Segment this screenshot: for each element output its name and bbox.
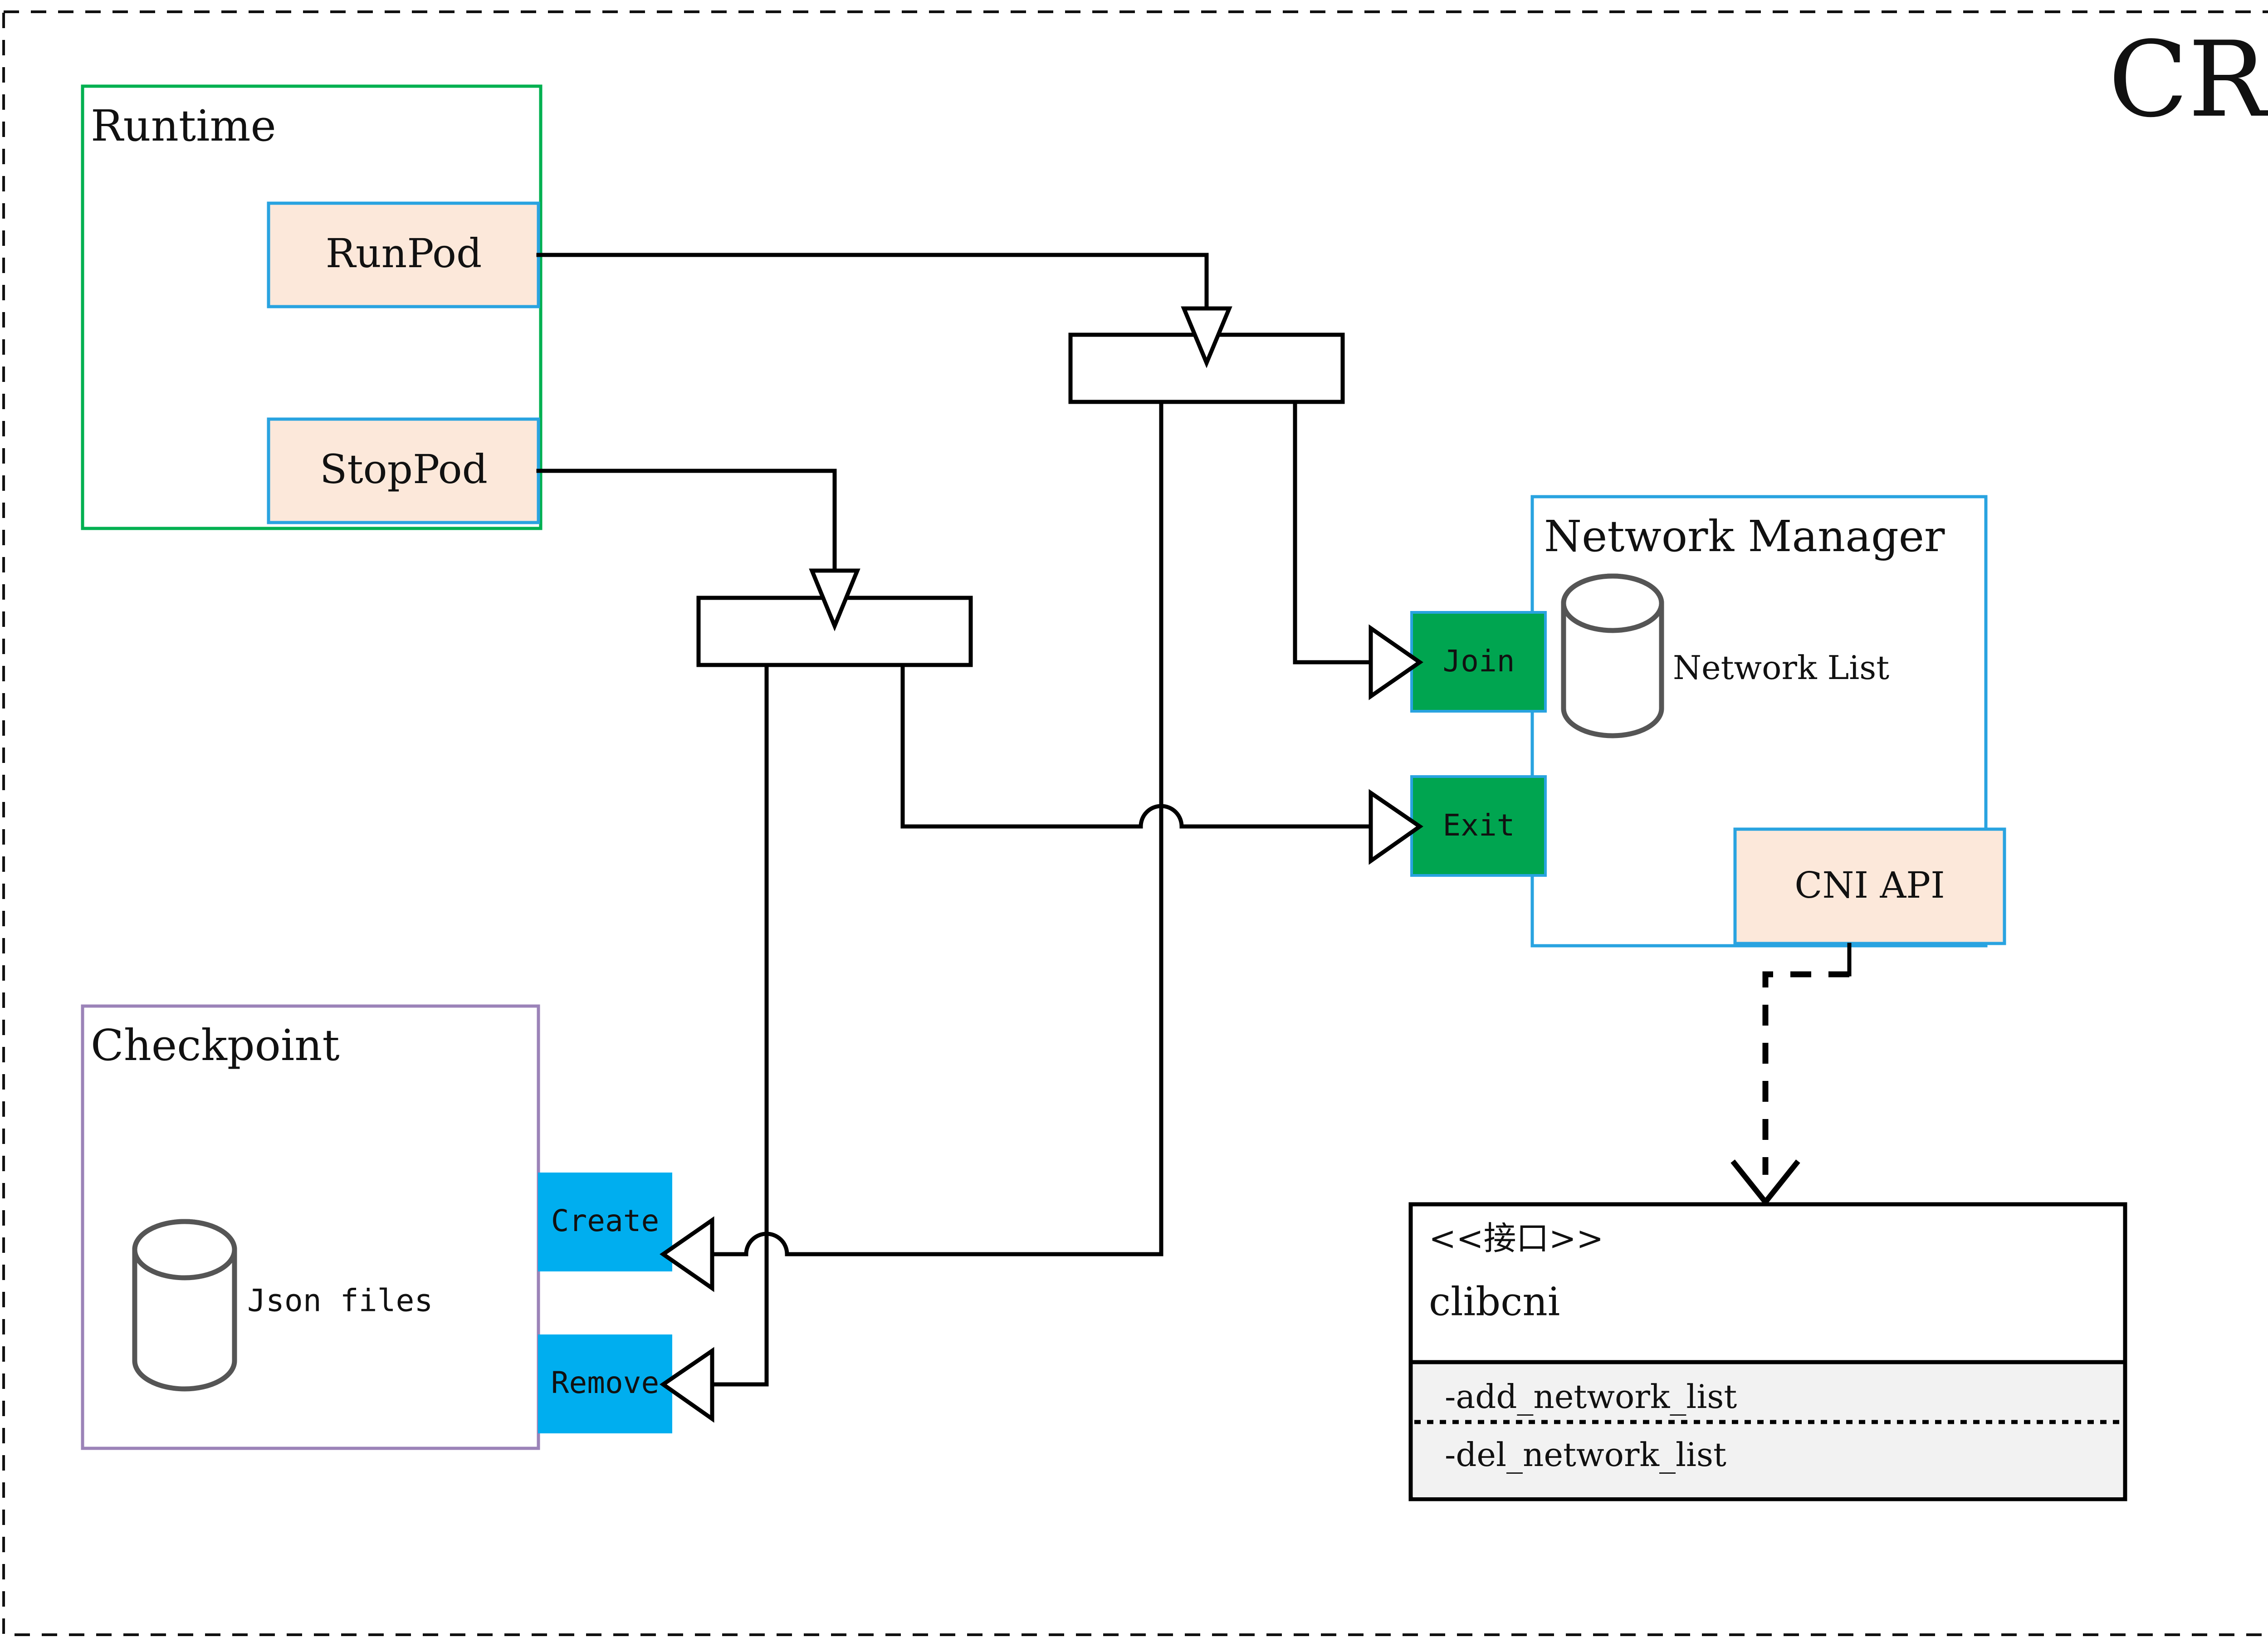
page-title: CRI [2108,20,2268,141]
runpod-label: RunPod [326,230,482,277]
json-files-cylinder-icon [132,1219,237,1392]
edge-cniapi-to-clibcni [1762,971,1849,1175]
edge-runpod-to-fork [536,253,1209,311]
clibcni-method-del: -del_network_list [1445,1436,1726,1474]
cni-api-box[interactable] [1733,827,2006,945]
network-list-cylinder-icon [1561,573,1664,738]
remove-label: Remove [551,1365,659,1400]
network-manager-label: Network Manager [1544,512,1945,562]
json-files-label: Json files [247,1283,433,1319]
create-box[interactable] [538,1173,672,1271]
edge-fork-left-to-exit-seg1 [900,663,1143,829]
stoppod-label: StopPod [320,446,488,493]
arrowhead-stoppod-fork [809,568,860,631]
arrowhead-join [1369,624,1423,700]
clibcni-name: clibcni [1429,1280,1560,1325]
runtime-label: Runtime [91,101,276,151]
clibcni-method-add: -add_network_list [1445,1378,1737,1416]
line-hop-exit [1139,804,1184,829]
exit-label: Exit [1443,808,1515,843]
network-list-label: Network List [1673,649,1889,687]
arrowhead-realization [1730,1159,1800,1207]
join-box[interactable] [1410,611,1547,713]
cni-api-label: CNI API [1794,864,1945,906]
arrowhead-runpod-fork [1181,306,1232,368]
edge-stoppod-to-fork [536,469,837,573]
outer-frame [2,10,2268,1636]
line-hop-create [744,1232,789,1256]
arrowhead-create [660,1216,714,1292]
create-label: Create [551,1203,659,1238]
runpod-box[interactable] [267,201,540,308]
checkpoint-label: Checkpoint [91,1021,340,1070]
clibcni-methods-compartment [1413,1362,2123,1497]
edge-fork-right-to-join [1293,400,1373,665]
arrowhead-remove [660,1347,714,1423]
arrowhead-exit [1369,789,1423,865]
remove-box[interactable] [538,1334,672,1433]
exit-box[interactable] [1410,775,1547,877]
join-label: Join [1443,644,1515,679]
clibcni-stereotype: <<接口>> [1429,1219,1603,1257]
